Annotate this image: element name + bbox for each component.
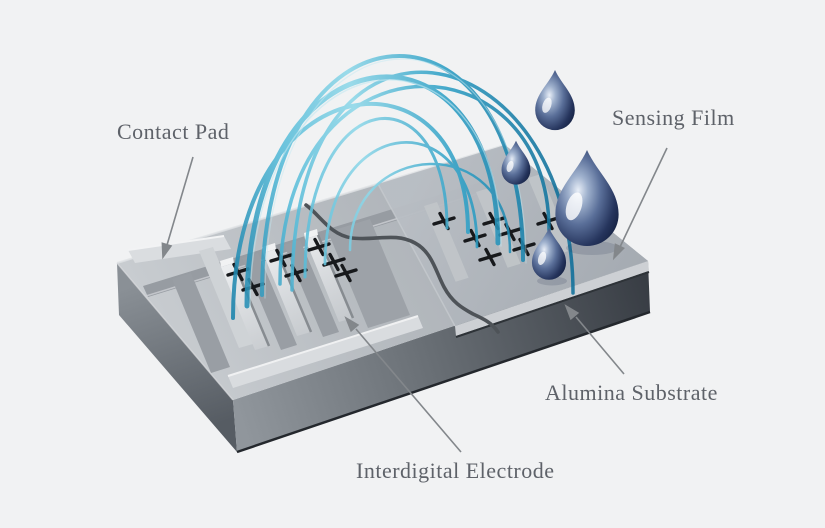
field-line — [348, 162, 512, 254]
arrow-line — [619, 147, 668, 248]
groove — [242, 253, 297, 350]
alumina-substrate-label: Alumina Substrate — [545, 380, 718, 405]
water-droplet-3 — [555, 150, 619, 247]
field-line-highlight — [249, 79, 502, 310]
arrowhead — [344, 316, 360, 333]
arrowhead — [612, 243, 625, 261]
contact-pad-label: Contact Pad — [117, 119, 230, 144]
field-line — [278, 84, 551, 286]
sensing-film-arrow — [612, 147, 668, 261]
arrow-line — [166, 156, 194, 246]
film-edge — [455, 261, 649, 336]
pad-stem — [199, 247, 253, 348]
arrowhead — [161, 242, 173, 260]
interdigital-electrode-label: Interdigital Electrode — [356, 458, 555, 483]
groove — [328, 219, 410, 328]
water-droplets — [501, 70, 619, 286]
interdigital-electrode-arrow — [344, 316, 462, 453]
sensing-film-label: Sensing Film — [612, 105, 735, 130]
field-line — [303, 117, 449, 279]
contact-pad-shape — [127, 235, 253, 348]
groove — [284, 240, 339, 337]
callout-arrows — [161, 147, 668, 453]
arrow-line — [355, 328, 462, 453]
field-line — [323, 141, 479, 266]
field-line — [290, 70, 575, 295]
water-droplet-1 — [535, 70, 575, 131]
water-droplet-4 — [531, 228, 567, 280]
water-droplet-2 — [501, 140, 531, 185]
contact-pad-arrow — [161, 156, 194, 260]
arrowhead — [564, 304, 580, 321]
field-line — [231, 101, 470, 320]
arrow-line — [575, 316, 625, 375]
bus-bar — [227, 315, 423, 388]
groove — [172, 273, 230, 373]
alumina-substrate-arrow — [564, 304, 625, 375]
film-electrode-finger — [528, 174, 573, 254]
field-line — [244, 74, 501, 309]
connecting-wire — [304, 203, 500, 334]
